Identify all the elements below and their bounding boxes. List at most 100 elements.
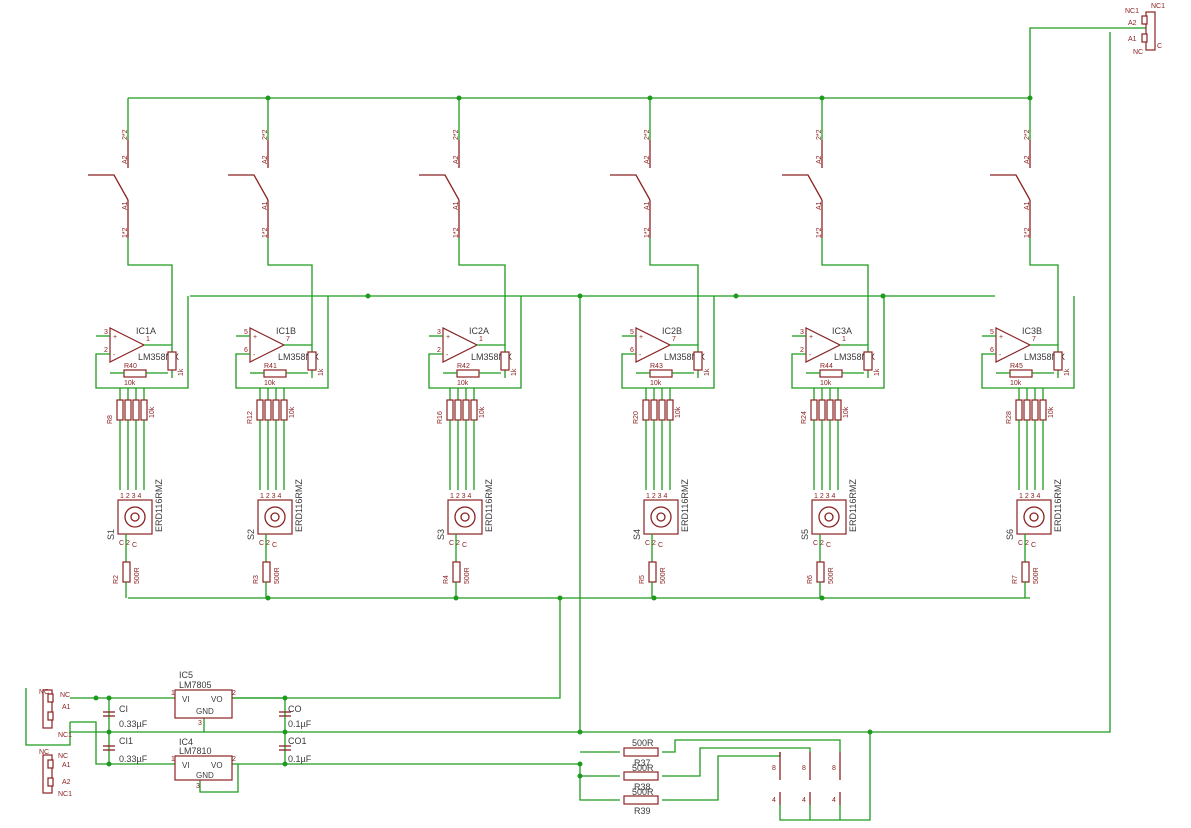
res-pot-value: 500R [828, 567, 835, 584]
switch-out-wire [458, 238, 506, 345]
res-in-body [470, 399, 478, 421]
switch-bottom-label: 1*2 [262, 227, 269, 238]
res-1k-value: 1k [511, 368, 518, 376]
res-in-body [666, 399, 674, 421]
rotary-name: S4 [632, 529, 642, 540]
reg1-pin1: 1 [171, 690, 175, 697]
right-feed-wire [870, 32, 1111, 733]
relay2-pin8: 8 [802, 765, 806, 772]
junction-dot [819, 95, 825, 101]
res-fb-value: 10k [457, 380, 469, 387]
switch-a1-label: A1 [644, 201, 651, 210]
reg1-vi: VI [182, 695, 190, 704]
reg2-vi: VI [182, 761, 190, 770]
junction-dot [106, 729, 112, 735]
junction-dot [733, 293, 739, 299]
rotary-part: ERD116RMZ [294, 479, 304, 532]
res-1k-body [1053, 351, 1063, 371]
res-in-value: 10k [289, 406, 296, 418]
rotary-pins: 1 2 3 4 [814, 493, 836, 500]
opamp-plus-sign: + [999, 334, 1003, 341]
opamp-triangle [249, 327, 286, 363]
opamp-name: IC1A [136, 326, 156, 336]
junction-dot [453, 595, 459, 601]
switch-lever [782, 174, 823, 201]
cap-ci1: CI1 0.33µF [103, 736, 148, 764]
res-pot-body [1021, 561, 1030, 583]
resistor-bank: 500R R37 500R R38 500R R39 8 8 8 4 4 4 [579, 732, 871, 821]
opamp-minus-sign: - [639, 352, 642, 359]
opamp-triangle [442, 327, 479, 363]
res-in-body [834, 399, 842, 421]
junction-dot [106, 761, 112, 767]
rotary-c2: C 2 [1018, 540, 1029, 547]
junction-dot [819, 595, 825, 601]
opamp-pin-plus: 5 [630, 329, 634, 336]
switch-out-wire [821, 238, 869, 345]
cap-co1: CO1 0.1µF [279, 736, 312, 764]
switch-lever [419, 174, 460, 201]
opamp-pin-out: 1 [146, 336, 150, 343]
junction-dot [867, 729, 873, 735]
conn-lb-nc1: NC1 [58, 791, 72, 798]
relay-bottom-wire [779, 732, 871, 821]
rotary-dial-inner [824, 512, 834, 522]
opamp-pin-out: 7 [1032, 336, 1036, 343]
connector-left-bottom: NC NC A1 A2 NC1 [39, 749, 72, 798]
opamp-minus-sign: - [446, 352, 449, 359]
channel-1: 2*2A2A11*2+-IC1ALM358MX3211kR4010kR810k1… [88, 98, 189, 598]
junction-dot [282, 695, 288, 701]
res-pot-name: R4 [443, 575, 450, 584]
res-fb-body [649, 369, 673, 378]
reg2-gnd-wire [199, 764, 239, 793]
reg1-name: IC5 [179, 670, 193, 680]
opamp-name: IC2A [469, 326, 489, 336]
res-in-body [818, 399, 826, 421]
opamp-pin-minus: 6 [630, 347, 634, 354]
res-in-body [1023, 399, 1031, 421]
rotary-pins: 1 2 3 4 [120, 493, 142, 500]
switch-top-label: 2*2 [816, 129, 823, 140]
opamp-pin-plus: 3 [437, 329, 441, 336]
res-in-name: R12 [247, 411, 254, 424]
opamp-neg-wire [95, 296, 189, 389]
cap-ci: CI 0.33µF [103, 704, 148, 729]
bank-out-2 [662, 747, 811, 777]
junctions [93, 95, 1033, 779]
rotary-name: S3 [436, 529, 446, 540]
rotary-dial [124, 506, 146, 528]
switch-a1-label: A1 [1024, 201, 1031, 210]
rotary-c: C [272, 542, 277, 549]
res-in-body [264, 399, 272, 421]
connector-left-top: NC NC A1 NC1 [39, 689, 72, 739]
opamp-pin-minus: 2 [437, 347, 441, 354]
res-in-body [124, 399, 132, 421]
rotary-part: ERD116RMZ [1053, 479, 1063, 532]
r39-name: R39 [634, 806, 651, 816]
opamp-plus-sign: + [809, 334, 813, 341]
res-fb-body [1009, 369, 1033, 378]
rotary-c2: C 2 [259, 540, 270, 547]
switch-a2-label: A2 [1024, 155, 1031, 164]
res-fb-body [456, 369, 480, 378]
rotary-dial [1023, 506, 1045, 528]
relay-pins: 8 8 8 4 4 4 [772, 752, 841, 805]
junction-dot [647, 95, 653, 101]
reg2-name: IC4 [179, 737, 193, 747]
conn-tr-nc1-2: NC1 [1151, 3, 1165, 10]
cap-co1-name: CO1 [288, 736, 307, 746]
rotary-dial-inner [656, 512, 666, 522]
res-pot-body [816, 561, 825, 583]
switch-a2-label: A2 [122, 155, 129, 164]
rotary-dial-inner [270, 512, 280, 522]
res-in-name: R20 [633, 411, 640, 424]
conn-lt-nc1: NC1 [58, 732, 72, 739]
opamp-triangle [635, 327, 672, 363]
res-in-body [642, 399, 650, 421]
rotary-body [811, 499, 847, 535]
opamp-pin-minus: 2 [800, 347, 804, 354]
opamp-part: LM358MX [138, 352, 179, 362]
opamp-pin-out: 1 [479, 336, 483, 343]
